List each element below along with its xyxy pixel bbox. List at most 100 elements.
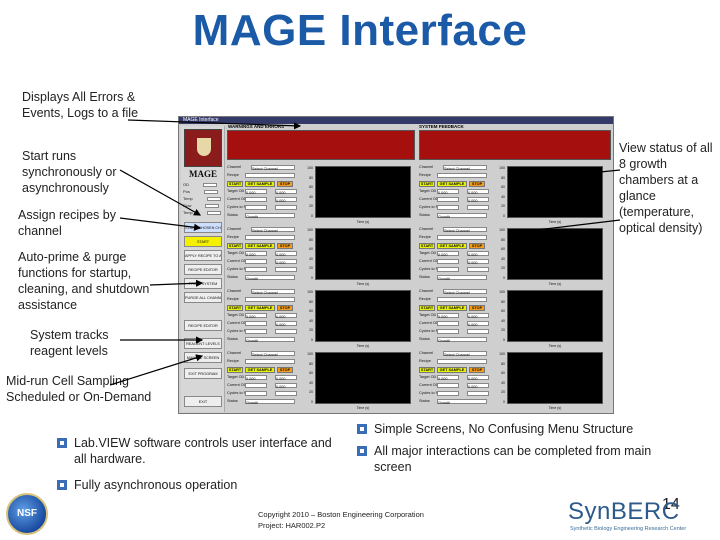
select-channel-field[interactable]: Select Channel — [443, 227, 487, 233]
exit-button[interactable]: EXIT — [184, 396, 222, 407]
channel-stop-button[interactable]: STOP — [469, 305, 485, 311]
select-channel-field[interactable]: Select Channel — [251, 289, 295, 295]
y-tick-label: 100 — [307, 352, 313, 356]
get-sample-button[interactable]: GET SAMPLE — [245, 367, 275, 373]
channel-start-button[interactable]: START — [227, 367, 243, 373]
status-field: Growth — [245, 213, 295, 219]
select-channel-field[interactable]: Select Channel — [443, 165, 487, 171]
channel-stop-button[interactable]: STOP — [277, 181, 293, 187]
get-sample-button[interactable]: GET SAMPLE — [245, 181, 275, 187]
select-channel-field[interactable]: Select Channel — [251, 351, 295, 357]
channel-start-button[interactable]: START — [227, 305, 243, 311]
checkbox-bullet-icon — [57, 438, 67, 448]
cycles-field[interactable] — [245, 391, 267, 396]
channel-start-button[interactable]: START — [227, 181, 243, 187]
channel-start-button[interactable]: START — [419, 243, 435, 249]
target-od-field[interactable]: 0.000 — [245, 251, 267, 257]
time-axis-label: Time (s) — [548, 344, 562, 348]
channel-stop-button[interactable]: STOP — [277, 243, 293, 249]
select-channel-field[interactable]: Select Channel — [251, 227, 295, 233]
cycles-label: Cycles to Run — [419, 267, 443, 271]
channel-start-button[interactable]: START — [419, 367, 435, 373]
od-readout: 0.000 — [275, 375, 297, 381]
start-chosen-channels-button[interactable]: START CHOSEN CHANNELS — [184, 222, 222, 233]
channel-stop-button[interactable]: STOP — [277, 367, 293, 373]
exit-program-button[interactable]: EXIT PROGRAM — [184, 368, 222, 379]
select-channel-field[interactable]: Select Channel — [443, 351, 487, 357]
target-od-field[interactable]: 0.000 — [437, 189, 459, 195]
recipe-row: Recipe — [227, 172, 303, 179]
target-od-field[interactable]: 0.000 — [245, 375, 267, 381]
recipe-field[interactable] — [437, 359, 487, 364]
get-sample-button[interactable]: GET SAMPLE — [437, 243, 467, 249]
status-row: Flow — [183, 203, 223, 209]
current-od-field — [437, 197, 459, 202]
select-channel-field[interactable]: Select Channel — [443, 289, 487, 295]
channel-label: Channel — [227, 165, 242, 169]
cycles-readout — [275, 205, 297, 210]
channel-stop-button[interactable]: STOP — [277, 305, 293, 311]
cycles-field[interactable] — [245, 267, 267, 272]
cycles-row: Cycles to Run — [227, 266, 303, 273]
cycles-field[interactable] — [245, 205, 267, 210]
apply-recipe-button[interactable]: APPLY RECIPE TO ALL CHANNELS — [184, 250, 222, 261]
cycles-field[interactable] — [437, 267, 459, 272]
app-sidebar: MAGE OD Pos Temp Flow Temp START CHOSEN … — [181, 126, 225, 412]
target-od-label: Target OD — [227, 189, 245, 193]
recipe-editor-button[interactable]: RECIPE EDITOR — [184, 264, 222, 275]
channel-stop-button[interactable]: STOP — [469, 181, 485, 187]
channel-stop-button[interactable]: STOP — [469, 367, 485, 373]
cycles-field[interactable] — [245, 329, 267, 334]
od-readout: 0.000 — [467, 313, 489, 319]
y-tick-label: 20 — [309, 328, 313, 332]
select-channel-field[interactable]: Select Channel — [251, 165, 295, 171]
reagent-levels-button[interactable]: REAGENT LEVELS — [184, 338, 222, 349]
recipe-field[interactable] — [437, 173, 487, 178]
status-label: Status — [227, 399, 238, 403]
get-sample-button[interactable]: GET SAMPLE — [245, 305, 275, 311]
target-od-label: Target OD — [419, 313, 437, 317]
y-tick-label: 80 — [309, 237, 313, 242]
start-button[interactable]: START — [184, 236, 222, 247]
callout-runs: Start runs synchronously or asynchronous… — [22, 149, 117, 195]
channel-start-button[interactable]: START — [419, 305, 435, 311]
channel-start-button[interactable]: START — [419, 181, 435, 187]
y-tick-label: 80 — [501, 299, 505, 304]
cycles-field[interactable] — [437, 391, 459, 396]
od-readout-2: 0.000 — [467, 321, 489, 327]
growth-plot — [507, 228, 603, 280]
recipe-field[interactable] — [437, 235, 487, 240]
y-tick-label: 40 — [501, 194, 505, 199]
cycles-field[interactable] — [437, 329, 459, 334]
recipe-field[interactable] — [245, 359, 295, 364]
recipe-field[interactable] — [245, 297, 295, 302]
manual-screen-button[interactable]: MANUAL SCREEN — [184, 352, 222, 363]
target-od-field[interactable]: 0.000 — [437, 313, 459, 319]
status-field: Growth — [437, 213, 487, 219]
recipe-editor-button-2[interactable]: RECIPE EDITOR — [184, 320, 222, 331]
recipe-field[interactable] — [437, 297, 487, 302]
get-sample-button[interactable]: GET SAMPLE — [437, 181, 467, 187]
recipe-field[interactable] — [245, 235, 295, 240]
channel-start-button[interactable]: START — [227, 243, 243, 249]
get-sample-button[interactable]: GET SAMPLE — [245, 243, 275, 249]
cycles-field[interactable] — [437, 205, 459, 210]
time-axis-label: Time (s) — [548, 406, 562, 410]
target-od-field[interactable]: 0.000 — [437, 375, 459, 381]
target-od-field[interactable]: 0.000 — [245, 189, 267, 195]
y-tick-label: 100 — [499, 228, 505, 232]
get-sample-button[interactable]: GET SAMPLE — [437, 367, 467, 373]
target-od-field[interactable]: 0.000 — [437, 251, 459, 257]
recipe-row: Recipe — [227, 358, 303, 365]
channel-stop-button[interactable]: STOP — [469, 243, 485, 249]
recipe-field[interactable] — [245, 173, 295, 178]
recipe-row: Recipe — [419, 358, 495, 365]
get-sample-button[interactable]: GET SAMPLE — [437, 305, 467, 311]
prime-system-button[interactable]: PRIME SYSTEM — [184, 278, 222, 289]
target-od-field[interactable]: 0.000 — [245, 313, 267, 319]
purge-all-channels-button[interactable]: PURGE ALL CHANNELS — [184, 292, 222, 303]
